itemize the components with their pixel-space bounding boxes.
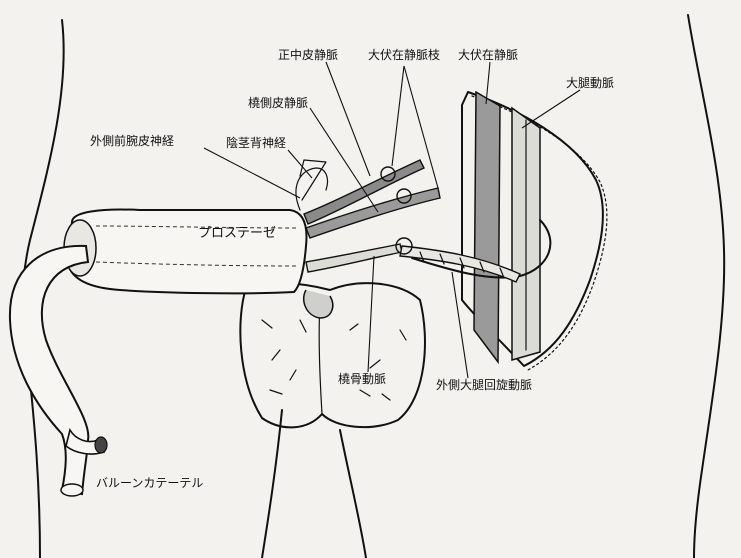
label-dorsal-penile-nerve: 陰茎背神経 <box>226 136 286 150</box>
leg-right-contour <box>340 430 366 558</box>
leg-left-contour <box>262 410 282 558</box>
label-prosthesis: プロステーゼ <box>198 227 276 241</box>
label-femoral-artery: 大腿動脈 <box>566 76 614 90</box>
body-right-contour <box>688 15 724 558</box>
label-gsv: 大伏在静脈 <box>458 48 518 62</box>
label-balloon-catheter: バルーンカテーテル <box>96 476 203 490</box>
radial-artery-graft <box>306 244 402 272</box>
urethral-stump <box>304 290 333 318</box>
gsv-strip <box>474 92 500 362</box>
label-gsv-branch: 大伏在静脈枝 <box>368 48 440 62</box>
label-cephalic-vein: 橈側皮静脈 <box>248 96 308 110</box>
label-radial-artery: 橈骨動脈 <box>338 372 386 386</box>
label-median-cutaneous-vein: 正中皮静脈 <box>278 48 338 62</box>
lat-circumflex-graft <box>400 246 520 282</box>
label-lat-antebrachial-nerve: 外側前腕皮神経 <box>90 134 174 148</box>
catheter-tube <box>10 246 88 494</box>
label-lat-circumflex-femoral-artery: 外側大腿回旋動脈 <box>436 378 532 392</box>
prosthesis-body <box>68 210 306 294</box>
